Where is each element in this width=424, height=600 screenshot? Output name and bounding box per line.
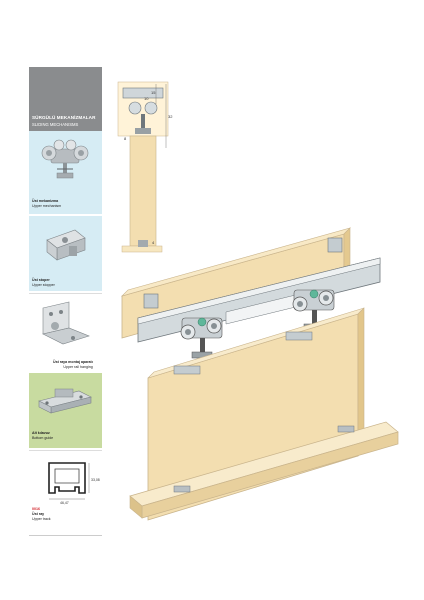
panel-upper-track: 33,08 46,47 0016 Üst ray Upper track — [29, 450, 102, 536]
upper-track-label: 0016 Üst ray Upper track — [32, 507, 51, 522]
dim-10: 10 — [144, 96, 149, 101]
stopper-icon — [46, 229, 86, 261]
upper-stopper-label: Üst stoper Upper stopper — [32, 278, 55, 288]
panel-upper-mechanism: Üst mekanizma Upper mechanism — [29, 131, 102, 214]
panel-upper-rail-hanging: Üst raya montaj aparatı Upper rail hangi… — [29, 293, 102, 373]
upper-stopper-tr: Üst stoper — [32, 278, 50, 282]
upper-mechanism-en: Upper mechanism — [32, 204, 62, 208]
upper-track-code: 0016 — [32, 507, 40, 511]
bottom-guide-label: Alt kılavuz Bottom guide — [32, 431, 53, 441]
title-tr: SÜRGÜLÜ MEKANİZMALAR — [32, 115, 96, 120]
track-profile-icon: 33,08 46,47 — [48, 462, 100, 505]
upper-track-tr: Üst ray — [32, 512, 45, 516]
dim-15: 15 — [151, 90, 156, 95]
upper-mechanism-tr: Üst mekanizma — [32, 199, 59, 203]
sidebar-header: SÜRGÜLÜ MEKANİZMALAR SLIDING MECHANISMS — [29, 67, 102, 131]
dim-32: 32 — [168, 114, 173, 119]
bottom-guide-en: Bottom guide — [32, 436, 54, 440]
guide-icon — [38, 388, 92, 414]
sidebar: SÜRGÜLÜ MEKANİZMALAR SLIDING MECHANISMS … — [29, 67, 102, 536]
dim-8: 8 — [124, 136, 127, 141]
upper-rail-hanging-label: Üst raya montaj aparatı Upper rail hangi… — [53, 360, 93, 370]
track-height-dim: 33,08 — [91, 478, 100, 482]
dim-4: 4 — [152, 240, 155, 245]
upper-stopper-en: Upper stopper — [32, 283, 55, 287]
upper-mechanism-label: Üst mekanizma Upper mechanism — [32, 199, 61, 209]
title-en: SLIDING MECHANISMS — [32, 122, 79, 127]
bracket-icon — [42, 301, 90, 345]
upper-rail-hanging-en: Upper rail hanging — [63, 365, 93, 369]
track-width-dim: 46,47 — [60, 501, 69, 505]
bottom-guide-tr: Alt kılavuz — [32, 431, 50, 435]
roller-carriage-left — [180, 317, 223, 359]
panel-upper-stopper: Üst stoper Upper stopper — [29, 216, 102, 291]
upper-rail-hanging-tr: Üst raya montaj aparatı — [53, 360, 93, 364]
sliding-mechanism-illustration: 32 15 10 8 4 — [117, 81, 399, 521]
cross-section-drawing: 32 15 10 8 4 — [117, 81, 173, 253]
roller-carriage-icon — [41, 139, 89, 179]
floor-board — [129, 421, 399, 519]
panel-bottom-guide: Alt kılavuz Bottom guide — [29, 373, 102, 448]
upper-track-en: Upper track — [32, 517, 51, 521]
